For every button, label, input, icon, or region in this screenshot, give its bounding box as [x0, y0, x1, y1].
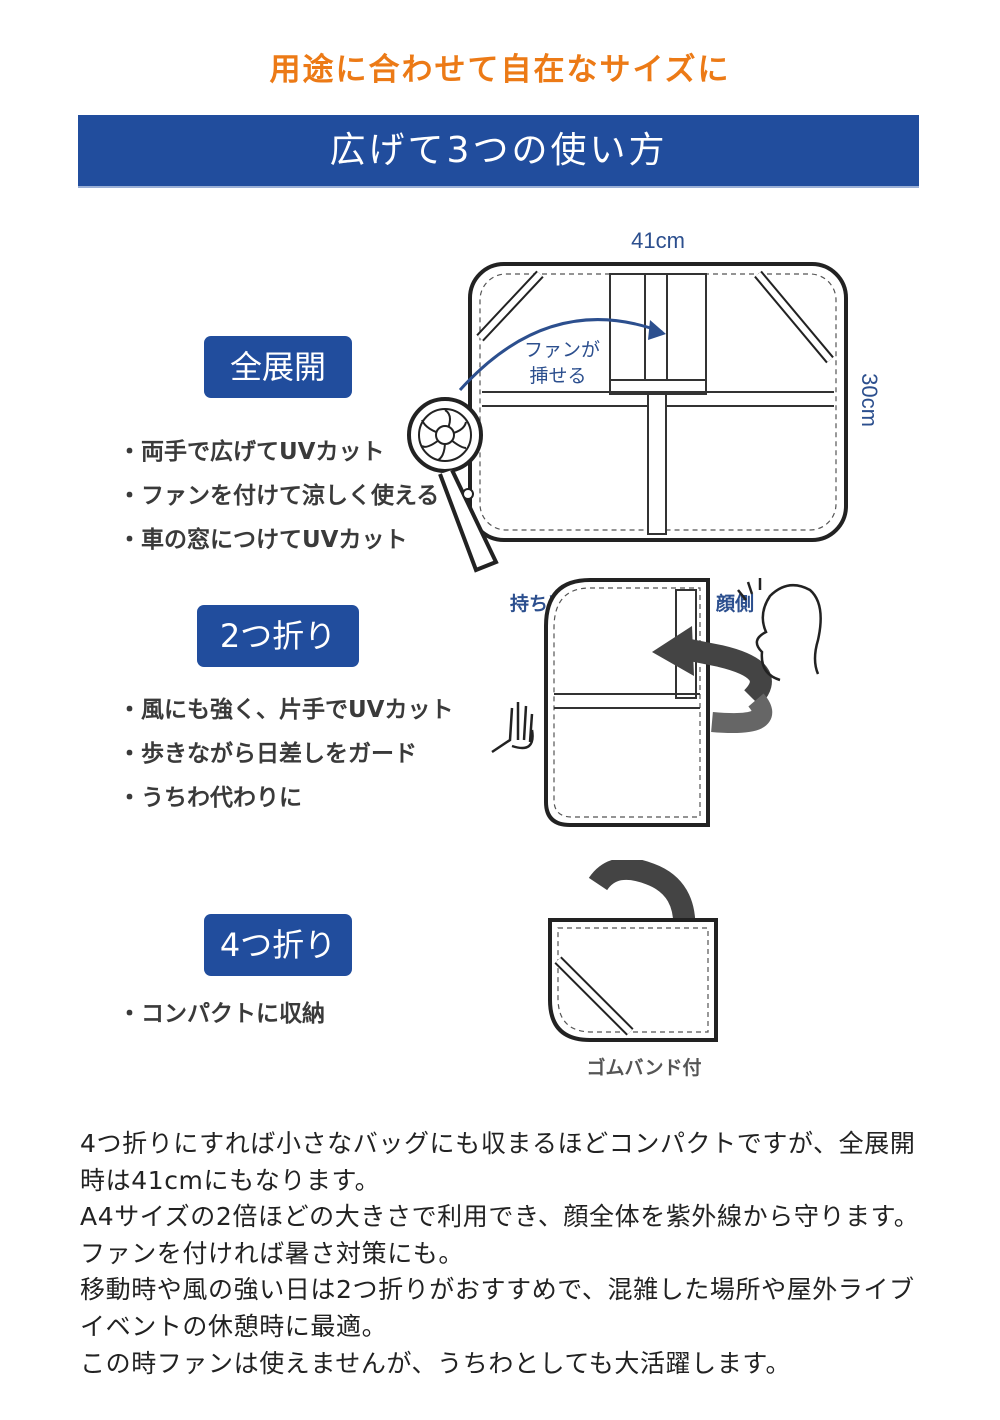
description-line: この時ファンは使えませんが、うちわとしても大活躍します。	[80, 1348, 792, 1378]
handheld-fan-icon	[407, 397, 499, 573]
bullet-item: ・ファンを付けて涼しく使える	[118, 483, 440, 509]
bullet-item: ・歩きながら日差しをガード	[118, 741, 417, 767]
banner-underline	[78, 186, 919, 188]
face-side-label: 顔側	[715, 592, 754, 615]
bullet-item: ・両手で広げてUVカット	[118, 439, 385, 465]
two-fold-illustration: 持ち手側 顔側	[491, 578, 822, 827]
banner-title: 広げて3つの使い方	[329, 130, 668, 171]
mode-badge-full-open: 全展開	[204, 336, 352, 398]
mode-full-open-bullets: ・両手で広げてUVカット ・ファンを付けて涼しく使える ・車の窓につけてUVカッ…	[118, 430, 439, 562]
four-fold-illustration: ゴムバンド付	[548, 860, 718, 1079]
fan-note-line2: 挿せる	[529, 365, 586, 387]
description: 4つ折りにすれば小さなバッグにも収まるほどコンパクトですが、全展開時は41cmに…	[80, 1126, 920, 1382]
bullet-item: ・うちわ代わりに	[118, 785, 302, 811]
bullet-item: ・風にも強く、片手でUVカット	[118, 697, 454, 723]
band-label: ゴムバンド付	[587, 1056, 702, 1079]
mode-badge-two-fold: 2つ折り	[197, 605, 359, 667]
face-icon	[737, 578, 822, 682]
height-label: 30cm	[857, 373, 882, 427]
bullet-item: ・コンパクトに収納	[118, 1001, 325, 1027]
mode-two-fold-bullets: ・風にも強く、片手でUVカット ・歩きながら日差しをガード ・うちわ代わりに	[118, 688, 453, 820]
width-label: 41cm	[631, 228, 685, 253]
hand-icon	[491, 702, 534, 754]
fan-note-line1: ファンが	[524, 339, 600, 361]
headline: 用途に合わせて自在なサイズに	[269, 52, 731, 88]
bullet-item: ・車の窓につけてUVカット	[118, 527, 408, 553]
description-line: A4サイズの2倍ほどの大きさで利用でき、顔全体を紫外線から守ります。ファンを付け…	[80, 1202, 920, 1268]
mode-four-fold-bullets: ・コンパクトに収納	[118, 992, 325, 1036]
description-line: 移動時や風の強い日は2つ折りがおすすめで、混雑した場所や屋外ライブイベントの休憩…	[80, 1275, 915, 1341]
mode-badge-four-fold: 4つ折り	[204, 914, 352, 976]
section-banner: 広げて3つの使い方	[78, 115, 919, 187]
description-line: 4つ折りにすれば小さなバッグにも収まるほどコンパクトですが、全展開時は41cmに…	[80, 1129, 916, 1195]
full-open-illustration: 41cm 30cm ファンが 挿せる	[407, 228, 882, 573]
